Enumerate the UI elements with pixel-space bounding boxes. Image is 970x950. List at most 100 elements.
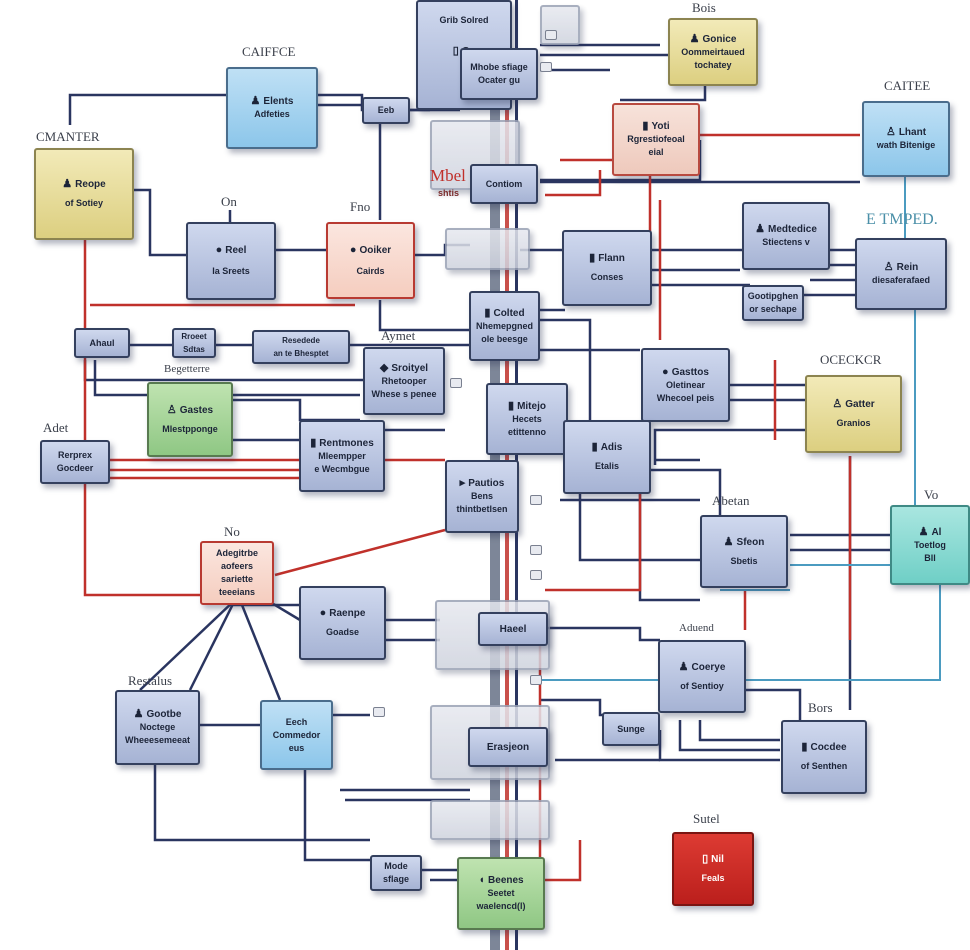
caption-aduend: Aduend — [679, 622, 714, 634]
node-rein-sub: diesaferafaed — [871, 275, 931, 285]
node-mitejo-title: Mitejo — [517, 400, 546, 412]
node-beenes[interactable]: ◖Beenes Seetet waelencd(l) — [457, 857, 545, 930]
node-mitejo[interactable]: ▮Mitejo Hecets etittenno — [486, 383, 568, 455]
node-ooiker-title: Ooiker — [359, 244, 392, 256]
node-reel[interactable]: ●Reel Ia Sreets — [186, 222, 276, 300]
node-pautios-title: Pautios — [468, 478, 505, 489]
node-mode[interactable]: Mode sflage — [370, 855, 422, 891]
node-ahaul[interactable]: Ahaul — [74, 328, 130, 358]
caption-caitee: CAITEE — [884, 78, 931, 93]
node-contiom[interactable]: Contiom — [470, 164, 538, 204]
caption-aymet: Aymet — [381, 328, 416, 343]
node-coerye-sub: of Sentioy — [680, 680, 724, 691]
node-rentmones[interactable]: ▮Rentmones Mleempper e Wecmbgue — [299, 420, 385, 492]
node-erasjeon-label: Erasjeon — [486, 741, 530, 753]
node-top-stack-title: Grib Solred — [439, 15, 489, 25]
user-icon: ♙ — [885, 126, 896, 138]
node-eeb-label: Eeb — [377, 105, 395, 115]
node-elents[interactable]: ♟Elents Adfeties — [226, 67, 318, 149]
node-sroityel[interactable]: ◆Sroityel Rhetooper Whese s penee — [363, 347, 445, 415]
node-mid-top-line1: Mhobe sfiage — [470, 62, 528, 72]
node-cocdee[interactable]: ▮Cocdee of Senthen — [781, 720, 867, 794]
node-gootbe[interactable]: ♟Gootbe Noctege Wheeesemeeat — [115, 690, 200, 765]
red-wires — [83, 133, 860, 882]
dot-icon: ● — [349, 243, 357, 256]
node-rein[interactable]: ♙Rein diesaferafaed — [855, 238, 947, 310]
caption-caffe: CAIFFCE — [242, 44, 296, 59]
node-gootbe-sub2: Wheeesemeeat — [124, 735, 191, 745]
node-sfeon[interactable]: ♟Sfeon Sbetis — [700, 515, 788, 588]
node-mode-l1: Mode — [384, 861, 408, 871]
node-medtice-title: Medtedice — [767, 224, 817, 235]
node-haeel[interactable]: Haeel — [478, 612, 548, 646]
person-icon: ♟ — [918, 525, 929, 538]
node-coerye-title: Coerye — [691, 661, 726, 673]
node-rentmones-sub2: e Wecmbgue — [314, 463, 370, 474]
node-gastes-title: Gastes — [179, 404, 214, 416]
node-rroeet[interactable]: Rroeet Sdtas — [172, 328, 216, 358]
node-gasttos[interactable]: ●Gasttos Oletinear Whecoel peis — [641, 348, 730, 422]
node-pautios-sub: Bens — [470, 491, 493, 501]
node-gonice[interactable]: ♟Gonice Oommeirtaued tochatey — [668, 18, 758, 86]
node-cocdee-title: Cocdee — [810, 742, 847, 753]
node-colted[interactable]: ▮Colted Nhemepgned ole beesge — [469, 291, 540, 361]
node-al[interactable]: ♟Al Toetlog Bll — [890, 505, 970, 585]
node-gastes[interactable]: ♙Gastes Mlestpponge — [147, 382, 233, 457]
node-gonice-title: Gonice — [702, 33, 737, 45]
node-gatter[interactable]: ♙Gatter Granios — [805, 375, 902, 453]
node-mid-top[interactable]: Mhobe sfiage Ocater gu — [460, 48, 538, 100]
node-yoti-sub: Rgrestiofeoal — [627, 134, 685, 144]
node-flann[interactable]: ▮Flann Conses — [562, 230, 652, 306]
node-sroityel-sub: Rhetooper — [381, 375, 427, 386]
document-icon: ▮ — [801, 741, 808, 753]
node-gootpher-l1: Gootipghen — [747, 291, 799, 301]
person-icon: ♟ — [250, 95, 261, 107]
node-reope[interactable]: ♟Reope of Sotiey — [34, 148, 134, 240]
caption-adet: Adet — [43, 420, 69, 435]
node-coerye[interactable]: ♟Coerye of Sentioy — [658, 640, 746, 713]
node-eech[interactable]: Eech Commedor eus — [260, 700, 333, 770]
node-gatter-sub: Granios — [836, 418, 871, 428]
caption-ocecr: OCECKCR — [820, 352, 882, 367]
node-gasttos-title: Gasttos — [671, 366, 709, 378]
node-gootpher[interactable]: Gootipghen or sechape — [742, 285, 804, 321]
node-ahaul-label: Ahaul — [89, 337, 115, 348]
node-lhant[interactable]: ♙Lhant wath Bitenige — [862, 101, 950, 177]
node-sroityel-title: Sroityel — [391, 362, 429, 374]
node-reel-title: Reel — [225, 245, 247, 256]
node-rerprex[interactable]: Rerprex Gocdeer — [40, 440, 110, 484]
node-rein-title: Rein — [896, 262, 919, 273]
node-gootpher-l2: or sechape — [749, 304, 797, 314]
connector-plug — [545, 30, 557, 40]
node-resedede[interactable]: Resedede an te Bhesptet — [252, 330, 350, 364]
node-medtice-sub: Stiectens v — [762, 237, 810, 247]
node-sfeon-sub: Sbetis — [730, 555, 758, 566]
node-adis[interactable]: ▮Adis Etalis — [563, 420, 651, 494]
document-icon: ▮ — [589, 252, 596, 264]
node-eeb[interactable]: Eeb — [362, 97, 410, 124]
node-raenpe[interactable]: ●Raenpe Goadse — [299, 586, 386, 660]
document-icon: ▮ — [484, 306, 491, 319]
node-medtice[interactable]: ♟Medtedice Stiectens v — [742, 202, 830, 270]
node-pautios[interactable]: ▸Pautios Bens thintbetlsen — [445, 460, 519, 533]
node-rerprex-l2: Gocdeer — [56, 463, 94, 473]
node-ooiker[interactable]: ●Ooiker Cairds — [326, 222, 415, 299]
node-cocdee-sub: of Senthen — [800, 761, 848, 771]
node-adaptit[interactable]: Adegitrbe aofeers sariette teeeians — [200, 541, 274, 605]
node-erasjeon[interactable]: Erasjeon — [468, 727, 548, 767]
node-sunge[interactable]: Sunge — [602, 712, 660, 746]
node-yoti[interactable]: ▮Yoti Rgrestiofeoal eial — [612, 103, 700, 176]
caption-cmanter: CMANTER — [36, 129, 100, 144]
node-nil[interactable]: ▯Nil Feals — [672, 832, 754, 906]
node-gasttos-sub2: Whecoel peis — [656, 392, 715, 403]
caption-bois: Bois — [692, 0, 716, 15]
document-icon: ▮ — [508, 399, 515, 412]
node-flann-sub: Conses — [590, 272, 624, 282]
user-icon: ♙ — [832, 398, 843, 410]
node-gootbe-title: Gootbe — [146, 709, 182, 720]
node-yoti-sub2: eial — [648, 147, 664, 157]
node-resedede-l1: Resedede — [282, 336, 320, 345]
node-haeel-label: Haeel — [499, 623, 527, 635]
node-reope-sub: of Sotiey — [64, 198, 103, 208]
caption-vo: Vo — [924, 487, 939, 502]
